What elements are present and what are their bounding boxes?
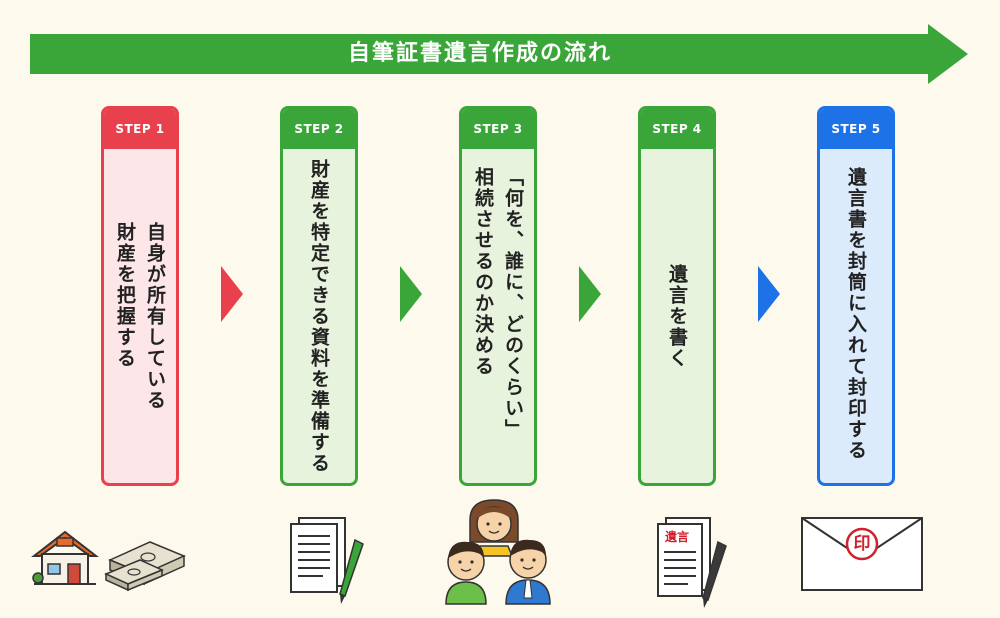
step-4-label: STEP 4	[641, 109, 713, 149]
step-3-body: 「何を、誰に、どのくらい」 相続させるのか決める	[462, 149, 534, 483]
money-stack-icon	[104, 541, 186, 592]
banner-arrow-head	[928, 24, 968, 84]
step-1-card: STEP 1 自身が所有している 財産を把握する	[101, 106, 179, 486]
step-4-text: 遺言を書く	[662, 264, 692, 369]
flow-banner	[30, 34, 930, 74]
step-2-label: STEP 2	[283, 109, 355, 149]
step-1-text: 自身が所有している 財産を把握する	[110, 222, 170, 411]
step-1-line-1: 自身が所有している	[144, 221, 166, 411]
step-4-line-1: 遺言を書く	[666, 263, 688, 369]
house-icon	[31, 530, 99, 585]
step-3-line-2: 相続させるのか決める	[472, 167, 494, 377]
will-document-icon	[657, 517, 727, 608]
seal-stamp-mark: 印	[853, 534, 871, 554]
step-3-card: STEP 3 「何を、誰に、どのくらい」 相続させるのか決める	[459, 106, 537, 486]
step-2-text: 財産を特定できる資料を準備する	[304, 159, 334, 474]
will-stamp-text: 遺言	[664, 530, 689, 544]
step-5-body: 遺言書を封筒に入れて封印する	[820, 149, 892, 483]
step-5-card: STEP 5 遺言書を封筒に入れて封印する	[817, 106, 895, 486]
arrow-3-to-4-icon	[579, 266, 601, 322]
family-people-icon	[445, 499, 551, 605]
step-5-text: 遺言書を封筒に入れて封印する	[841, 167, 871, 461]
step-2-card: STEP 2 財産を特定できる資料を準備する	[280, 106, 358, 486]
step-4-body: 遺言を書く	[641, 149, 713, 483]
page-title: 自筆証書遺言作成の流れ	[347, 41, 612, 66]
documents-pen-icon	[290, 517, 364, 604]
arrow-4-to-5-icon	[758, 266, 780, 322]
step-3-text: 「何を、誰に、どのくらい」 相続させるのか決める	[468, 167, 528, 440]
step-3-line-1: 「何を、誰に、どのくらい」	[502, 167, 524, 440]
step-4-card: STEP 4 遺言を書く	[638, 106, 716, 486]
sealed-envelope-icon	[801, 517, 923, 591]
step-3-label: STEP 3	[462, 109, 534, 149]
arrow-2-to-3-icon	[400, 266, 422, 322]
step-2-line-1: 財産を特定できる資料を準備する	[308, 158, 330, 474]
step-5-label: STEP 5	[820, 109, 892, 149]
step-1-line-2: 財産を把握する	[114, 221, 136, 369]
step-1-body: 自身が所有している 財産を把握する	[104, 149, 176, 483]
step-5-line-1: 遺言書を封筒に入れて封印する	[845, 167, 867, 461]
step-2-body: 財産を特定できる資料を準備する	[283, 149, 355, 483]
step-1-label: STEP 1	[104, 109, 176, 149]
arrow-1-to-2-icon	[221, 266, 243, 322]
